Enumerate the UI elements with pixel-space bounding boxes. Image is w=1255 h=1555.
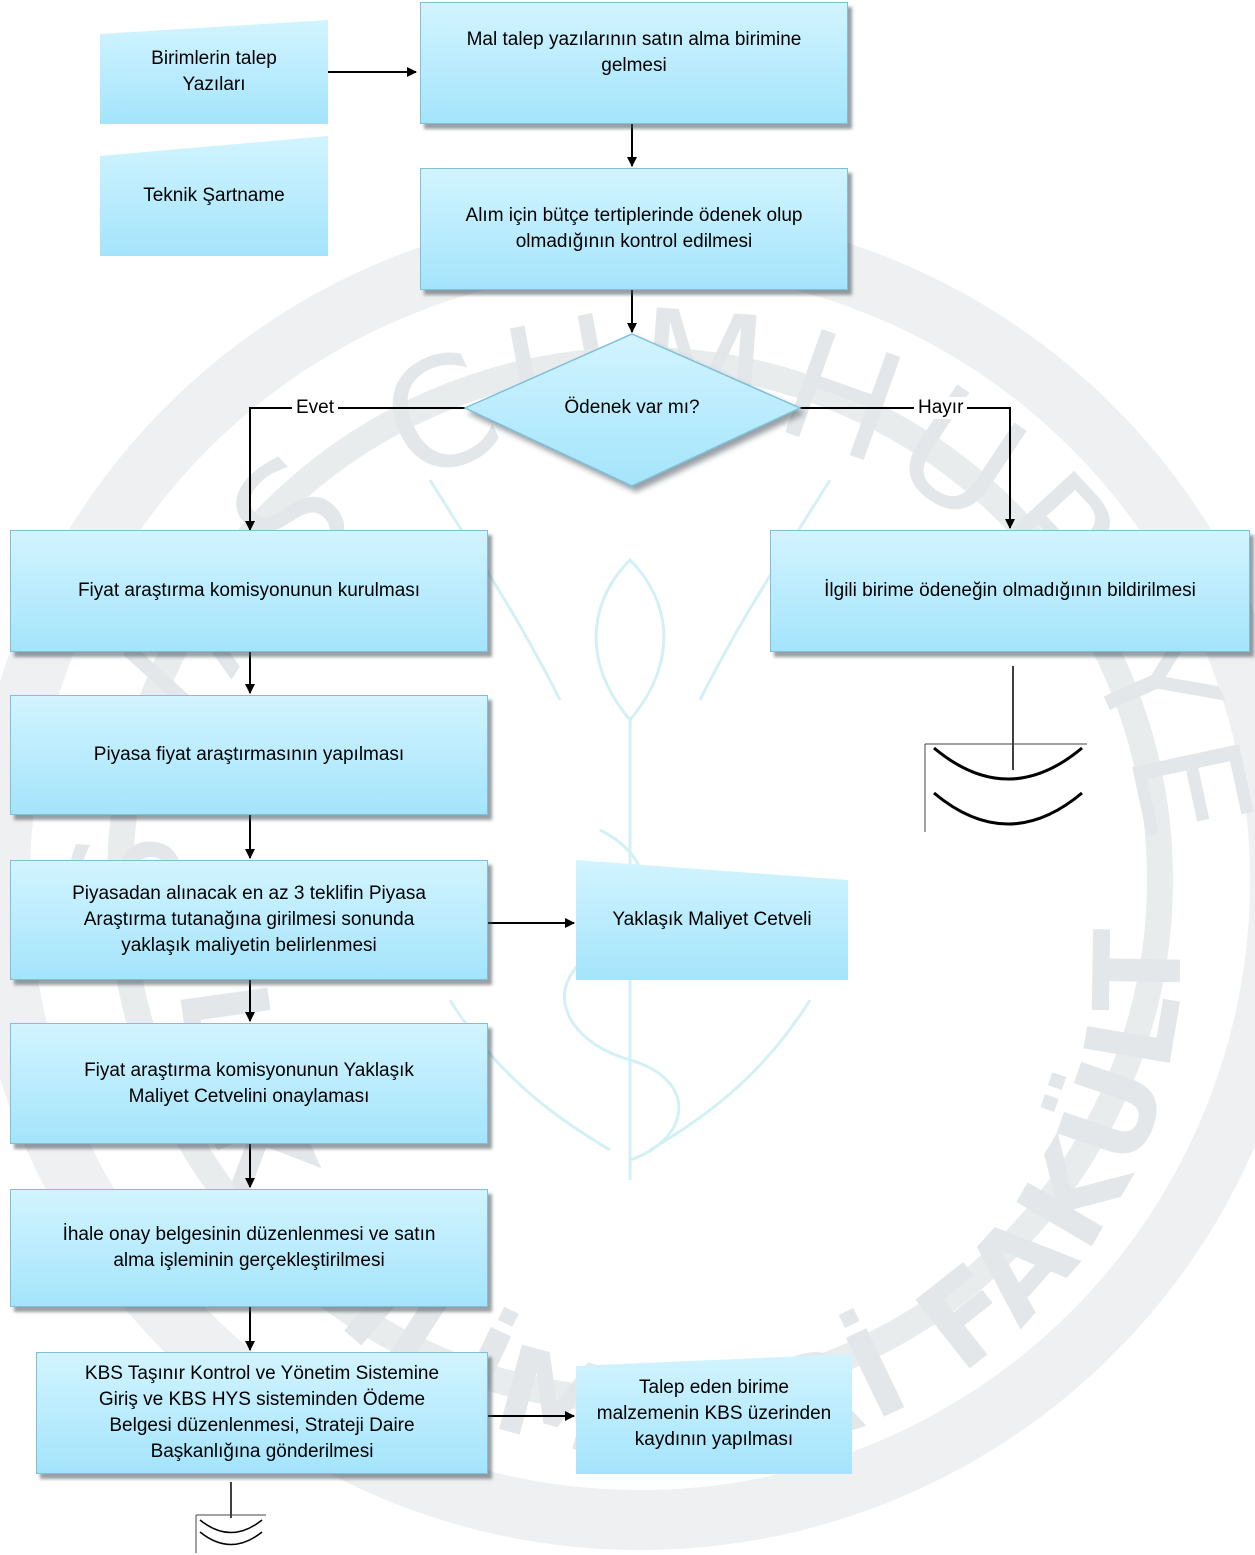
process-ihale-label: İhale onay belgesinin düzenlenmesi ve sa… [62,1224,436,1271]
process-butce-kontrol-label: Alım için bütçe tertiplerinde ödenek olu… [465,205,803,252]
process-mal-talep-label: Mal talep yazılarının satın alma birimin… [466,29,802,76]
process-mal-talep: Mal talep yazılarının satın alma birimin… [420,2,848,124]
arrow-evet-branch [245,407,465,531]
branch-label-evet: Evet [292,397,339,419]
process-piyasa-fiyat-arastirmasi: Piyasa fiyat araştırmasının yapılması [10,695,488,815]
end-symbol-bottom [195,1482,266,1553]
process-onay-label: Fiyat araştırma komisyonunun Yaklaşık Ma… [84,1059,414,1107]
process-kbs-label: KBS Taşınır Kontrol ve Yönetim Sistemine… [84,1363,440,1462]
process-ihale-onay-belgesi: İhale onay belgesinin düzenlenmesi ve sa… [10,1189,488,1307]
process-butce-kontrol: Alım için bütçe tertiplerinde ödenek olu… [420,168,848,290]
doc-yaklasik-maliyet-cetveli: Yaklaşık Maliyet Cetveli [576,860,848,980]
doc-talep-eden-birime: Talep eden birime malzemenin KBS üzerind… [576,1354,852,1474]
process-teklif-yaklasik-maliyet: Piyasadan alınacak en az 3 teklifin Piya… [10,860,488,980]
doc-yaklasik-maliyet-label: Yaklaşık Maliyet Cetveli [612,909,812,930]
process-kbs-odeme-belgesi: KBS Taşınır Kontrol ve Yönetim Sistemine… [36,1352,488,1474]
doc-talep-eden-label: Talep eden birime malzemenin KBS üzerind… [596,1377,832,1450]
decision-question: Ödenek var mı? [564,397,700,418]
arrow-hayir-branch [800,407,1015,529]
process-ilgili-birim-label: İlgili birime ödeneğin olmadığının bildi… [824,580,1196,601]
process-teklif-label: Piyasadan alınacak en az 3 teklifin Piya… [72,883,426,956]
process-fiyat-komisyon-label: Fiyat araştırma komisyonunun kurulması [77,580,421,601]
process-piyasa-arastirma-label: Piyasa fiyat araştırmasının yapılması [93,744,405,765]
decision-diamond [463,333,802,487]
doc-birimlerin-talep-label: Birimlerin talep Yazıları [151,48,277,95]
process-ilgili-birime-bildirim: İlgili birime ödeneğin olmadığının bildi… [770,530,1250,652]
doc-teknik-sartname: Teknik Şartname [100,136,328,256]
doc-birimlerin-talep-yazilari: Birimlerin talep Yazıları [100,20,328,124]
end-symbol-right [924,666,1087,832]
doc-teknik-sartname-label: Teknik Şartname [143,185,285,206]
branch-label-hayir: Hayır [914,397,968,419]
process-fiyat-komisyon-kurulmasi: Fiyat araştırma komisyonunun kurulması [10,530,488,652]
process-komisyon-onay: Fiyat araştırma komisyonunun Yaklaşık Ma… [10,1023,488,1144]
